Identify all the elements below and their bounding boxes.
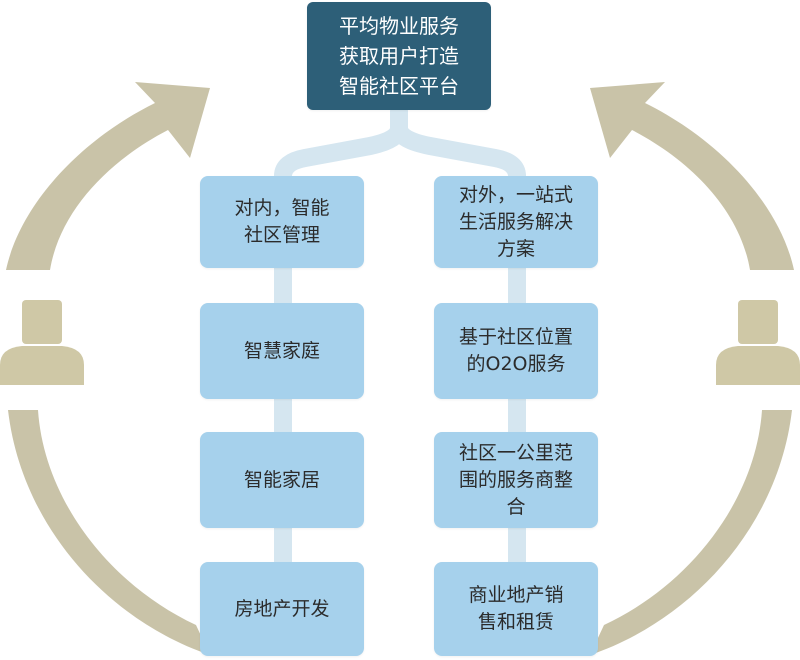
- connector-top-left: [274, 103, 408, 185]
- left-box-internal-management: 对内，智能 社区管理: [200, 176, 364, 268]
- left-box-label: 智能家居: [243, 468, 320, 491]
- right-box-commercial-real-estate: 商业地产销 售和租赁: [434, 562, 598, 656]
- connector-top-right: [390, 103, 526, 185]
- left-box-real-estate-development: 房地产开发: [200, 562, 364, 656]
- left-box-label: 房地产开发: [234, 597, 330, 620]
- top-platform-box: 平均物业服务 获取用户打造 智能社区平台: [307, 2, 491, 110]
- curved-arrows: [6, 82, 794, 655]
- right-box-label: 对外，一站式 生活服务解决 方案: [458, 183, 573, 260]
- left-box-label: 对内，智能 社区管理: [234, 197, 330, 246]
- right-box-provider-integration: 社区一公里范 围的服务商整 合: [434, 432, 598, 528]
- left-box-smart-home: 智慧家庭: [200, 303, 364, 399]
- arrow-upper-right: [590, 82, 794, 270]
- left-box-label: 智慧家庭: [243, 339, 320, 362]
- right-box-one-stop-service: 对外，一站式 生活服务解决 方案: [434, 176, 598, 268]
- arrow-lower-left: [8, 410, 210, 655]
- left-box-smart-furnishing: 智能家居: [200, 432, 364, 528]
- arrow-lower-right: [590, 410, 792, 655]
- right-box-o2o-service: 基于社区位置 的O2O服务: [434, 303, 598, 399]
- right-box-label: 社区一公里范 围的服务商整 合: [458, 441, 573, 518]
- right-box-label: 基于社区位置 的O2O服务: [458, 326, 573, 375]
- arrow-upper-left: [6, 82, 210, 270]
- top-platform-label: 平均物业服务 获取用户打造 智能社区平台: [339, 14, 459, 98]
- person-icon: [0, 300, 84, 385]
- right-box-label: 商业地产销 售和租赁: [468, 584, 564, 633]
- person-icon: [716, 300, 800, 385]
